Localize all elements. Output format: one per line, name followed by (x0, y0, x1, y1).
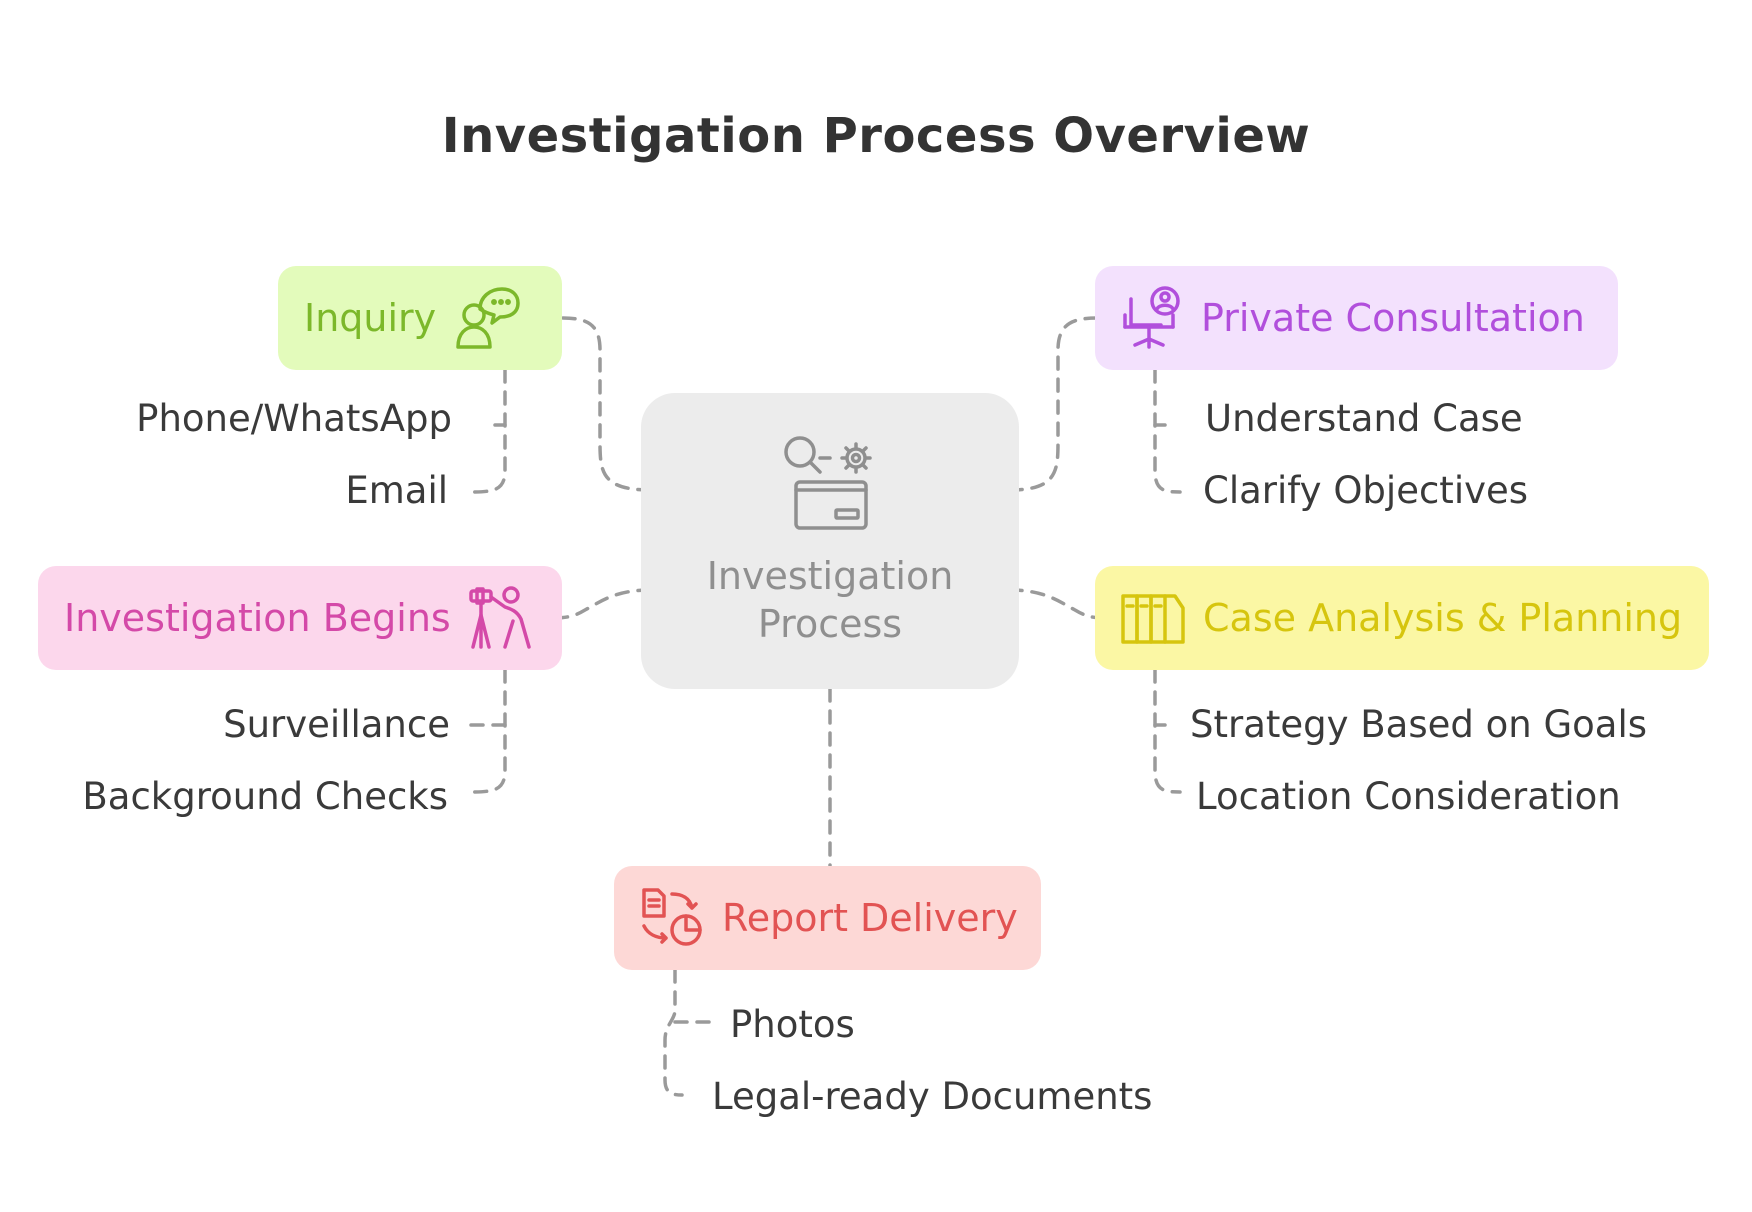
node-inquiry: Inquiry (278, 266, 562, 370)
node-private-consultation-label: Private Consultation (1201, 296, 1585, 340)
connector-analysis-items (1153, 668, 1182, 794)
connector-consultation (1008, 316, 1100, 492)
magnifier-gear-folder-icon (784, 436, 872, 530)
node-report-delivery-label: Report Delivery (722, 896, 1018, 940)
connector-inquiry (558, 316, 652, 492)
node-case-analysis-label: Case Analysis & Planning (1203, 596, 1683, 640)
document-chart-exchange-icon (642, 888, 702, 946)
analysis-item-strategy: Strategy Based on Goals (1190, 703, 1648, 746)
person-chat-icon (456, 287, 520, 349)
connector-begins-items (468, 668, 507, 794)
binders-icon (1121, 594, 1185, 644)
connector-report-items (663, 968, 684, 1097)
node-investigation-begins-label: Investigation Begins (64, 596, 451, 640)
report-item-legal: Legal-ready Documents (712, 1075, 1153, 1118)
office-chair-user-icon (1123, 286, 1180, 349)
analysis-item-location: Location Consideration (1196, 775, 1621, 818)
node-report-delivery: Report Delivery (614, 866, 1041, 970)
consultation-item-clarify: Clarify Objectives (1203, 469, 1529, 512)
diagram-title: Investigation Process Overview (441, 108, 1311, 164)
center-node: Investigation Process (641, 393, 1019, 689)
node-case-analysis: Case Analysis & Planning (1095, 566, 1709, 670)
connector-consultation-items (1153, 368, 1182, 494)
person-telescope-icon (468, 586, 531, 649)
center-label-line-1: Investigation (706, 554, 954, 598)
node-inquiry-label: Inquiry (304, 296, 437, 340)
node-investigation-begins: Investigation Begins (38, 566, 562, 670)
consultation-item-understand: Understand Case (1205, 397, 1523, 440)
node-private-consultation: Private Consultation (1095, 266, 1618, 370)
center-label-line-2: Process (757, 602, 903, 646)
center-label: Investigation Process (707, 552, 954, 648)
inquiry-item-email: Email (345, 469, 448, 512)
connector-analysis (1008, 588, 1107, 620)
connector-begins (550, 588, 652, 620)
report-item-photos: Photos (730, 1003, 855, 1046)
begins-item-surveillance: Surveillance (223, 703, 450, 746)
inquiry-item-phone: Phone/WhatsApp (136, 397, 452, 440)
connector-inquiry-items (468, 368, 507, 494)
begins-item-background: Background Checks (82, 775, 448, 818)
